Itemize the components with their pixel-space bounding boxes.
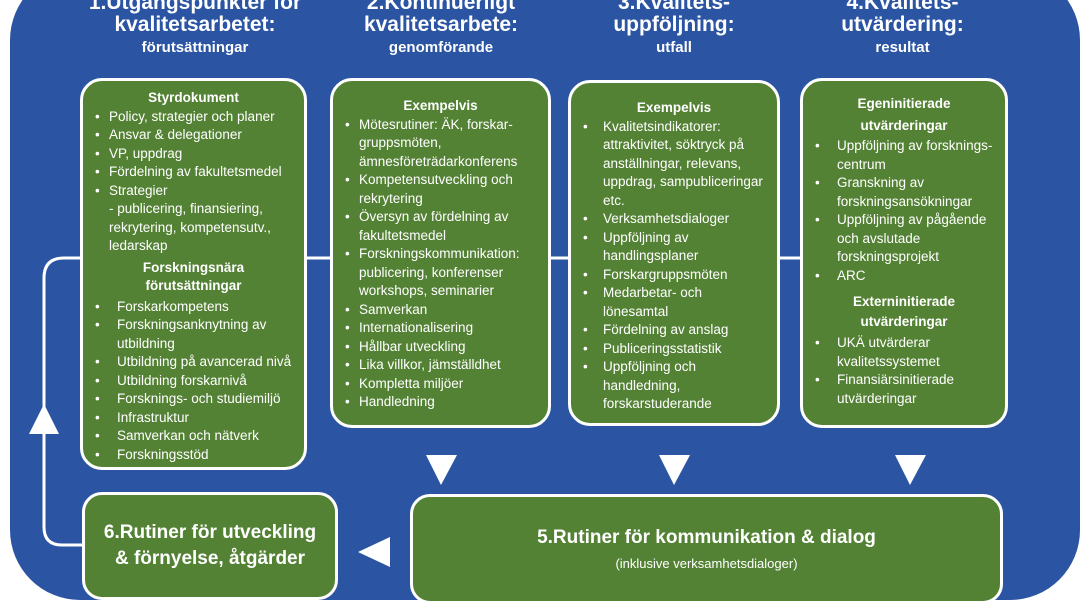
list-item: Strategier bbox=[93, 182, 294, 201]
list-item: Uppföljning av pågående och avslutade fo… bbox=[813, 211, 995, 267]
list-item: Policy, strategier och planer bbox=[93, 108, 294, 127]
column-3-title2: uppföljning: bbox=[613, 13, 735, 36]
column-4-subtitle: resultat bbox=[875, 39, 930, 56]
list-item: Medarbetar- och lönesamtal bbox=[581, 284, 767, 321]
left-arrow-icon bbox=[358, 537, 390, 567]
column-2-title: 2.Kontinuerligt bbox=[366, 0, 516, 14]
list-sub-item: ledarskap bbox=[109, 238, 168, 253]
box-2-list: Mötesrutiner: ÄK, forskar-gruppsmöten, ä… bbox=[343, 116, 538, 412]
column-2-title2: kvalitetsarbete: bbox=[363, 13, 519, 36]
list-item: Uppföljning av forsknings-centrum bbox=[813, 137, 995, 174]
column-4-title: 4.Kvalitets- bbox=[846, 0, 959, 14]
list-item: Granskning av forskningsansökningar bbox=[813, 174, 995, 211]
list-item: Infrastruktur bbox=[93, 409, 294, 428]
list-item: Fördelning av anslag bbox=[581, 321, 767, 340]
box-1-heading-1: Styrdokument bbox=[148, 90, 239, 105]
list-item: Forskningsstöd bbox=[93, 446, 294, 465]
list-item: VP, uppdrag bbox=[93, 145, 294, 164]
box-4-list-1: Uppföljning av forsknings-centrum Gransk… bbox=[813, 137, 995, 285]
column-heading-4: 4.Kvalitets- utvärdering: resultat bbox=[795, 0, 1010, 59]
box-kommunikation-dialog: 5.Rutiner för kommunikation & dialog (in… bbox=[410, 494, 1003, 604]
list-item: Publiceringsstatistik bbox=[581, 340, 767, 359]
list-item: Uppföljning av handlingsplaner bbox=[581, 229, 767, 266]
box-5-title: 5.Rutiner för kommunikation & dialog bbox=[537, 527, 876, 548]
list-item: Forskningsanknytning av utbildning bbox=[93, 316, 294, 353]
column-1-subtitle: förutsättningar bbox=[141, 39, 249, 56]
box-1-list-1: Policy, strategier och planer Ansvar & d… bbox=[93, 108, 294, 256]
list-item: Mötesrutiner: ÄK, forskar-gruppsmöten, ä… bbox=[343, 116, 538, 172]
column-2-subtitle: genomförande bbox=[388, 39, 494, 56]
box-4-heading-1: Egeninitierade utvärderingar bbox=[857, 96, 951, 133]
column-heading-1: 1.Utgångspunkter för kvalitetsarbetet: f… bbox=[80, 0, 310, 59]
box-3-heading: Exempelvis bbox=[636, 100, 712, 115]
list-item: Översyn av fördelning av fakultetsmedel bbox=[343, 208, 538, 245]
list-item: Hållbar utveckling bbox=[343, 338, 538, 357]
box-styrdokument: Styrdokument Policy, strategier och plan… bbox=[80, 78, 307, 470]
box-genomforande: Exempelvis Mötesrutiner: ÄK, forskar-gru… bbox=[330, 78, 551, 428]
list-item: Kompetensutveckling och rekrytering bbox=[343, 171, 538, 208]
column-3-subtitle: utfall bbox=[656, 39, 692, 56]
box-3-list: Kvalitetsindikatorer: attraktivitet, sök… bbox=[581, 118, 767, 414]
list-item: Forskarkompetens bbox=[93, 298, 294, 317]
list-item: Internationalisering bbox=[343, 319, 538, 338]
box-utveckling-fornyelse: 6.Rutiner för utveckling & förnyelse, åt… bbox=[82, 492, 338, 600]
box-4-list-2: UKÄ utvärderar kvalitetssystemet Finansi… bbox=[813, 334, 995, 408]
column-3-title: 3.Kvalitets- bbox=[617, 0, 731, 14]
list-item: Fördelning av fakultetsmedel bbox=[93, 163, 294, 182]
list-item: Samverkan bbox=[343, 301, 538, 320]
list-item: Uppföljning och handledning, forskarstud… bbox=[581, 358, 767, 414]
list-item: Lika villkor, jämställdhet bbox=[343, 356, 538, 375]
list-item: Handledning bbox=[343, 393, 538, 412]
box-1-heading-2: Forskningsnära förutsättningar bbox=[142, 259, 245, 294]
list-item: Forskningskommunikation: publicering, ko… bbox=[343, 245, 538, 301]
list-item: Ansvar & delegationer bbox=[93, 126, 294, 145]
list-item: Kompletta miljöer bbox=[343, 375, 538, 394]
column-heading-3: 3.Kvalitets- uppföljning: utfall bbox=[565, 0, 783, 59]
box-resultat: Egeninitierade utvärderingar Uppföljning… bbox=[800, 78, 1008, 428]
loop-connector bbox=[42, 256, 84, 547]
list-item: Utbildning forskarnivå bbox=[93, 372, 294, 391]
column-4-title2: utvärdering: bbox=[841, 13, 964, 36]
down-arrow-icon-3 bbox=[659, 455, 690, 485]
list-item: Kvalitetsindikatorer: attraktivitet, sök… bbox=[581, 118, 767, 211]
list-sub-item: rekrytering, kompetensutv., bbox=[109, 219, 271, 235]
box-4-heading-2: Externinitierade utvärderingar bbox=[852, 294, 956, 329]
list-item: Verksamhetsdialoger bbox=[581, 210, 767, 229]
box-6-title-line-2: & förnyelse, åtgärder bbox=[114, 548, 306, 569]
list-item: Samverkan och nätverk bbox=[93, 427, 294, 446]
list-sub-item: - publicering, finansiering, bbox=[109, 201, 263, 216]
list-item: Finansiärsinitierade utvärderingar bbox=[813, 371, 995, 408]
list-item: UKÄ utvärderar kvalitetssystemet bbox=[813, 334, 995, 371]
down-arrow-icon-2 bbox=[426, 455, 457, 485]
box-6-title-line-1: 6.Rutiner för utveckling bbox=[103, 522, 317, 543]
box-5-subtitle: (inklusive verksamhetsdialoger) bbox=[615, 556, 798, 571]
list-item: ARC bbox=[813, 267, 995, 286]
list-item: Forsknings- och studiemiljö bbox=[93, 390, 294, 409]
down-arrow-icon-4 bbox=[895, 455, 926, 485]
list-item: Forskargruppsmöten bbox=[581, 266, 767, 285]
list-item: Utbildning på avancerad nivå bbox=[93, 353, 294, 372]
up-arrow-icon bbox=[29, 404, 59, 434]
column-1-title2: kvalitetsarbetet: bbox=[114, 13, 276, 36]
column-heading-2: 2.Kontinuerligt kvalitetsarbete: genomfö… bbox=[330, 0, 552, 59]
box-1-list-2: Forskarkompetens Forskningsanknytning av… bbox=[93, 298, 294, 465]
box-utfall: Exempelvis Kvalitetsindikatorer: attrakt… bbox=[568, 80, 780, 426]
box-2-heading: Exempelvis bbox=[403, 98, 478, 113]
column-1-title: 1.Utgångspunkter för bbox=[88, 0, 302, 14]
